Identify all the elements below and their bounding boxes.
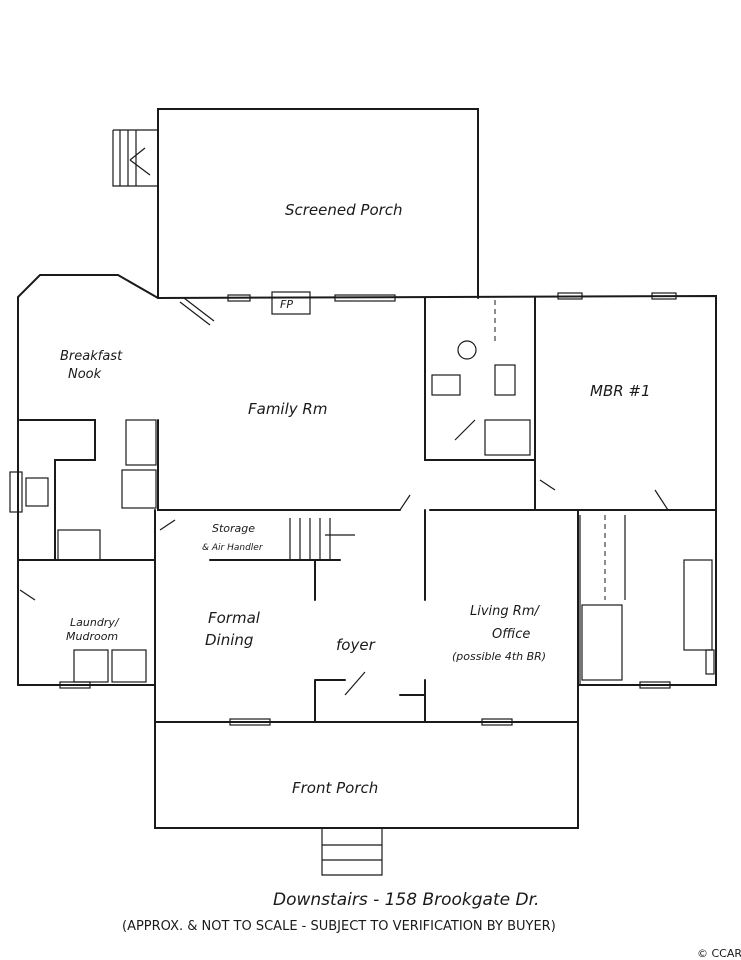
back-stairs (112, 129, 158, 187)
label-foyer: foyer (336, 636, 376, 654)
label-fireplace: FP (280, 298, 293, 311)
interior-walls (19, 297, 717, 723)
label-possible-4th-br: (possible 4th BR) (452, 650, 546, 663)
label-air-handler: & Air Handler (202, 543, 264, 553)
label-front-porch: Front Porch (292, 779, 378, 797)
front-porch-outline (154, 721, 579, 876)
fireplace (271, 291, 311, 315)
kitchen-appliances (9, 419, 157, 683)
copyright: © CCAR (697, 947, 741, 960)
plan-title: Downstairs - 158 Brookgate Dr. (273, 890, 539, 910)
label-mudroom: Mudroom (66, 630, 118, 643)
label-breakfast: Breakfast (60, 349, 123, 364)
label-screened-porch: Screened Porch (285, 201, 403, 219)
house-outline (17, 274, 717, 723)
label-mbr: MBR #1 (590, 382, 651, 400)
label-formal: Formal (208, 609, 261, 627)
label-family-room: Family Rm (248, 400, 327, 418)
label-laundry: Laundry/ (70, 616, 120, 629)
screened-porch-outline (157, 108, 479, 299)
label-office: Office (492, 627, 530, 642)
label-living-room: Living Rm/ (470, 604, 540, 619)
label-storage: Storage (212, 522, 255, 535)
label-dining: Dining (205, 631, 253, 649)
plan-disclaimer: (APPROX. & NOT TO SCALE - SUBJECT TO VER… (122, 919, 556, 934)
label-nook: Nook (68, 367, 102, 382)
